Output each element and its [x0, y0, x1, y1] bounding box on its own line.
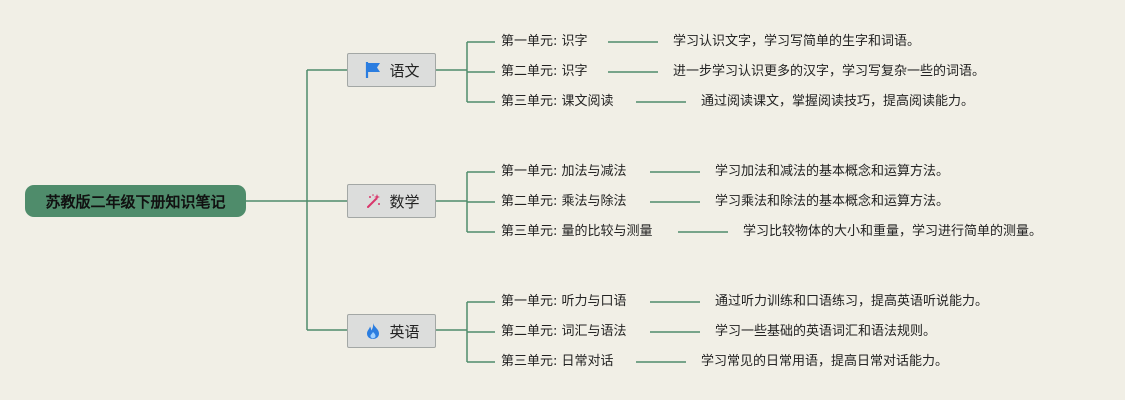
- unit-math-2[interactable]: 第二单元: 乘法与除法: [501, 194, 627, 209]
- unit-math-1[interactable]: 第一单元: 加法与减法: [501, 164, 627, 179]
- unit-english-2[interactable]: 第二单元: 词汇与语法: [501, 324, 627, 339]
- subject-label-math: 数学: [389, 192, 420, 211]
- flag-icon: [363, 60, 383, 80]
- unit-math-3[interactable]: 第三单元: 量的比较与测量: [501, 224, 653, 239]
- subject-label-english: 英语: [389, 322, 420, 341]
- subject-node-english[interactable]: 英语: [347, 314, 436, 348]
- magic-wand-icon: [363, 191, 383, 211]
- desc-math-3: 学习比较物体的大小和重量，学习进行简单的测量。: [743, 224, 1043, 239]
- desc-english-1: 通过听力训练和口语练习，提高英语听说能力。: [715, 294, 989, 309]
- desc-english-3: 学习常见的日常用语，提高日常对话能力。: [701, 354, 949, 369]
- subject-node-chinese[interactable]: 语文: [347, 53, 436, 87]
- flame-icon: [363, 321, 383, 341]
- desc-chinese-1: 学习认识文字，学习写简单的生字和词语。: [673, 34, 921, 49]
- unit-chinese-1[interactable]: 第一单元: 识字: [501, 34, 588, 49]
- desc-chinese-2: 进一步学习认识更多的汉字，学习写复杂一些的词语。: [673, 64, 986, 79]
- desc-chinese-3: 通过阅读课文，掌握阅读技巧，提高阅读能力。: [701, 94, 975, 109]
- root-title: 苏教版二年级下册知识笔记: [45, 192, 226, 211]
- subject-node-math[interactable]: 数学: [347, 184, 436, 218]
- root-node[interactable]: 苏教版二年级下册知识笔记: [25, 185, 246, 217]
- unit-chinese-3[interactable]: 第三单元: 课文阅读: [501, 94, 614, 109]
- unit-english-3[interactable]: 第三单元: 日常对话: [501, 354, 614, 369]
- subject-label-chinese: 语文: [389, 61, 420, 80]
- desc-math-1: 学习加法和减法的基本概念和运算方法。: [715, 164, 950, 179]
- unit-english-1[interactable]: 第一单元: 听力与口语: [501, 294, 627, 309]
- desc-english-2: 学习一些基础的英语词汇和语法规则。: [715, 324, 937, 339]
- desc-math-2: 学习乘法和除法的基本概念和运算方法。: [715, 194, 950, 209]
- unit-chinese-2[interactable]: 第二单元: 识字: [501, 64, 588, 79]
